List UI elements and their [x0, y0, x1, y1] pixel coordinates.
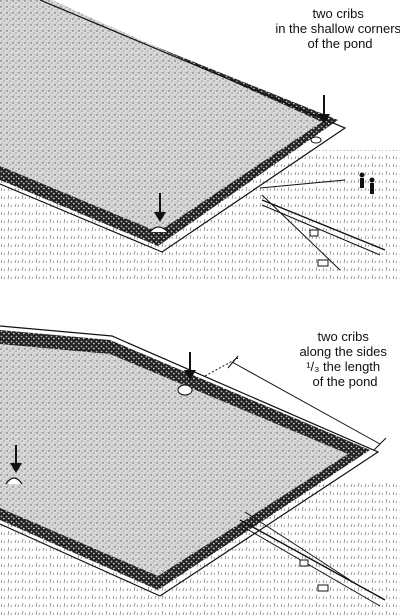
bottom-label-line-2: along the sides — [299, 344, 387, 359]
top-pond-rim — [0, 0, 347, 253]
top-arrow-right — [318, 95, 330, 124]
top-drain-pipe — [259, 179, 386, 271]
bottom-arrow-left — [10, 445, 22, 473]
bottom-crib-side-left — [5, 477, 23, 485]
bottom-panel: two cribs along the sides ¹/₃ the length… — [0, 325, 400, 616]
top-panel-label: two cribs in the shallow corners of the … — [275, 6, 400, 51]
top-label-line-1: two cribs — [313, 6, 365, 21]
top-people — [359, 172, 375, 194]
bottom-dimension-line — [204, 355, 387, 451]
bottom-drain-pipe — [239, 511, 386, 607]
top-panel: two cribs in the shallow corners of the … — [0, 0, 400, 280]
top-pond-water — [0, 0, 322, 232]
bottom-label-line-3: ¹/₃ the length — [306, 359, 380, 374]
bottom-arrow-far — [184, 352, 196, 380]
bottom-panel-label: two cribs along the sides ¹/₃ the length… — [299, 329, 390, 389]
top-arrow-front — [154, 193, 166, 222]
bottom-crib-side-far — [177, 384, 193, 396]
top-label-line-3: of the pond — [307, 36, 372, 51]
bottom-label-line-4: of the pond — [312, 374, 377, 389]
bottom-pond-rim — [0, 325, 380, 597]
top-crib-corner-right — [310, 136, 322, 144]
bottom-pond-water — [0, 344, 348, 576]
top-label-line-2: in the shallow corners — [275, 21, 400, 36]
top-crib-corner-front — [149, 226, 169, 233]
bottom-label-line-1: two cribs — [318, 329, 370, 344]
